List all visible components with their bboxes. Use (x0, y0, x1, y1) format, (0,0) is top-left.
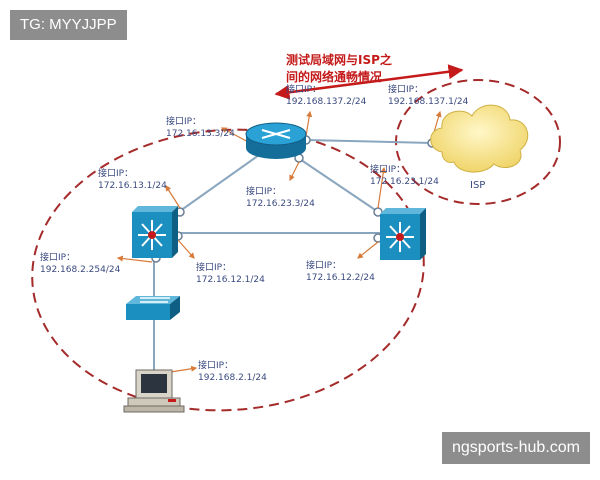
isp-label: ISP (470, 180, 486, 191)
router-icon (245, 122, 307, 159)
bottom-watermark-badge: ngsports-hub.com (441, 432, 590, 464)
iface-label-left-down: 接口IP：192.168.2.254/24 (40, 253, 121, 275)
iface-label-isp: 接口IP：192.168.137.1/24 (388, 85, 469, 107)
diagram-title: 测试局域网与ISP之 间的网络通畅情况 (286, 52, 392, 86)
pc-icon (123, 369, 185, 413)
title-line-1: 测试局域网与ISP之 (286, 53, 392, 67)
iface-label-router-isp: 接口IP：192.168.137.2/24 (286, 85, 367, 107)
title-line-2: 间的网络通畅情况 (286, 70, 383, 84)
access-switch-icon (126, 296, 180, 320)
iface-label-left-bottom: 接口IP：172.16.12.1/24 (196, 263, 265, 285)
iface-label-router-left: 接口IP：172.16.13.3/24 (166, 117, 235, 139)
iface-label-right-top: 接口IP：172.16.23.1/24 (370, 165, 439, 187)
iface-label-router-right: 接口IP：172.16.23.3/24 (246, 187, 315, 209)
iface-label-right-bottom: 接口IP：172.16.12.2/24 (306, 261, 375, 283)
right-layer3-switch-icon (380, 208, 426, 260)
left-layer3-switch-icon (132, 206, 178, 258)
connectivity-test-arrow (274, 64, 464, 100)
iface-label-pc: 接口IP：192.168.2.1/24 (198, 361, 267, 383)
iface-label-left-top: 接口IP：172.16.13.1/24 (98, 169, 167, 191)
isp-cloud-icon (430, 104, 529, 173)
top-watermark-badge: TG: MYYJJPP (10, 10, 127, 40)
